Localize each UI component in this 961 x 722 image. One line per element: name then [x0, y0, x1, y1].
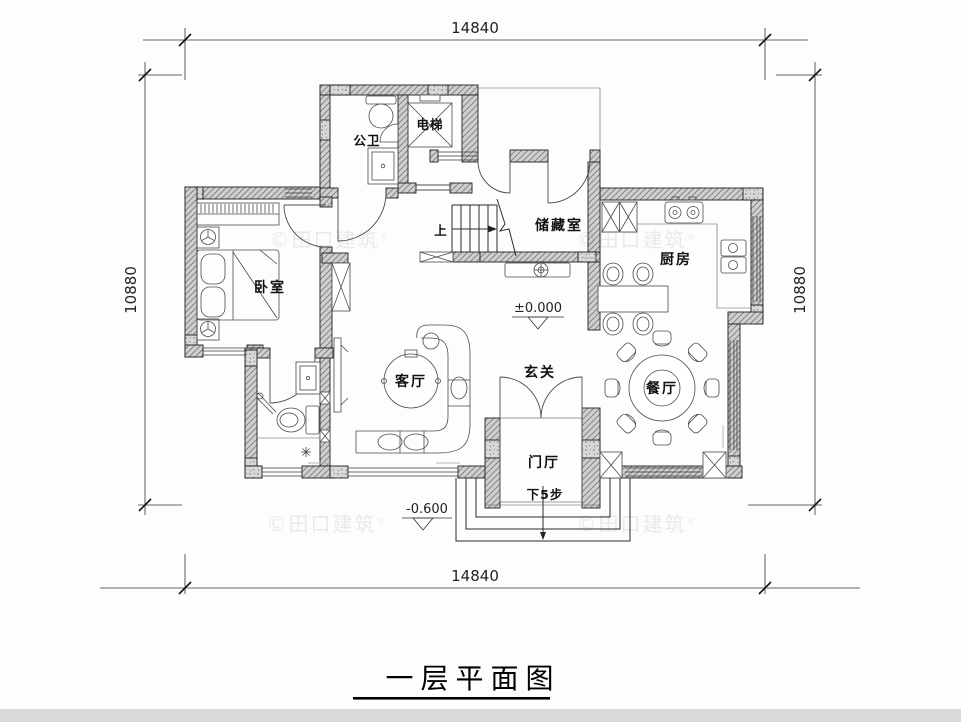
fridge [601, 201, 638, 233]
drawing-title-block: 一层平面图 [353, 662, 560, 700]
toilet [276, 405, 320, 435]
room-label-guest-bath: 公卫 [353, 133, 380, 148]
doors [269, 160, 591, 419]
sofa [355, 324, 471, 454]
bedroom-top-window [285, 188, 312, 198]
storage-door [547, 160, 591, 204]
bedroom-bottom-window [203, 347, 247, 356]
porch-door [477, 160, 511, 194]
counter-edge [637, 223, 751, 309]
windows [203, 151, 761, 477]
bedroom-door [283, 204, 327, 248]
stair-arrow [488, 225, 497, 233]
watermark-text: ©田口建筑® [577, 512, 698, 536]
watermark-text: ©田口建筑® [577, 228, 698, 252]
guest-bath-fixtures [365, 95, 399, 185]
level-main-label: ±0.000 [514, 301, 562, 316]
room-label-kitchen: 厨房 [660, 251, 692, 268]
bottom-edge-band [0, 709, 961, 722]
level-entry-label: -0.600 [406, 502, 448, 517]
dim-right-label: 10880 [791, 266, 809, 314]
room-label-entry: 玄关 [524, 364, 556, 381]
tv-cabinet [333, 337, 349, 413]
dining-furniture [604, 330, 720, 446]
elevator-car [407, 94, 453, 148]
kitchen-furniture [597, 196, 751, 336]
coffee-table-rug [381, 349, 441, 409]
stair-hall-window [438, 151, 478, 161]
living-room-window [348, 467, 458, 477]
room-labels: 公卫 电梯 储藏室 厨房 卧室 客厅 玄关 餐厅 门厅 上 下5步 [254, 117, 692, 502]
breakfast-table [597, 262, 669, 336]
drawing-title: 一层平面图 [385, 662, 560, 695]
corner-basin [379, 123, 399, 143]
bathroom-fixtures [255, 361, 331, 457]
shower-head [255, 392, 277, 415]
toilet-bowl [368, 103, 394, 129]
closet-shaft [331, 262, 351, 312]
room-label-storage: 储藏室 [534, 217, 583, 234]
walls [184, 84, 764, 509]
kitchen-sink [720, 239, 747, 274]
level-marker-entry: -0.600 [402, 502, 452, 531]
bathroom-window [262, 467, 302, 477]
dimension-top: 14840 [143, 19, 808, 80]
room-label-elevator: 电梯 [416, 117, 443, 132]
dim-top-label: 14840 [451, 19, 499, 37]
wardrobe [196, 202, 280, 226]
watermark-text: ©田口建筑® [270, 228, 391, 252]
watermark-text: ©田口建筑® [267, 512, 388, 536]
entry-console-table [504, 262, 571, 278]
entry-double-door [499, 376, 583, 419]
nightstand-top [196, 226, 220, 249]
room-label-dining-room: 餐厅 [645, 380, 678, 397]
stair-break-line [496, 198, 517, 257]
vanity [367, 147, 399, 185]
elevator-door [416, 184, 450, 191]
bed [196, 249, 280, 321]
room-label-living-room: 客厅 [394, 373, 427, 390]
steps-down-label: 下5步 [527, 487, 564, 502]
stove [664, 196, 704, 224]
dining-bottom-window [625, 467, 702, 477]
dim-bottom-label: 14840 [451, 567, 499, 585]
dimension-bottom: 14840 [100, 554, 860, 595]
porch-outline [478, 87, 601, 150]
window-tag-marks [308, 257, 724, 464]
guest-bath-door [337, 192, 387, 242]
kitchen-right-window [752, 216, 761, 302]
entry-steps [455, 417, 631, 542]
dining-table [628, 354, 696, 422]
toilet-tank [365, 95, 397, 105]
nightstand-bottom [196, 318, 220, 341]
faucet-mark [301, 447, 311, 457]
level-marker-main: ±0.000 [512, 301, 564, 330]
dimension-right: 10880 [748, 62, 822, 515]
stairs [419, 198, 517, 263]
room-label-foyer: 门厅 [528, 454, 560, 471]
structural-columns [599, 451, 727, 479]
dim-left-label: 10880 [122, 266, 140, 314]
room-label-bedroom: 卧室 [254, 279, 286, 296]
stair-sill-box [419, 251, 454, 263]
wall-column-marks [319, 391, 331, 443]
title-underline [353, 697, 550, 700]
dining-right-window [729, 340, 738, 450]
stairs-up-label: 上 [434, 223, 448, 238]
bedroom-furniture [196, 202, 280, 341]
dimension-left: 10880 [122, 62, 182, 515]
steps-arrow [540, 532, 546, 540]
watermarks: ©田口建筑® ©田口建筑® ©田口建筑® ©田口建筑® [267, 228, 698, 536]
living-room-furniture [333, 324, 471, 454]
